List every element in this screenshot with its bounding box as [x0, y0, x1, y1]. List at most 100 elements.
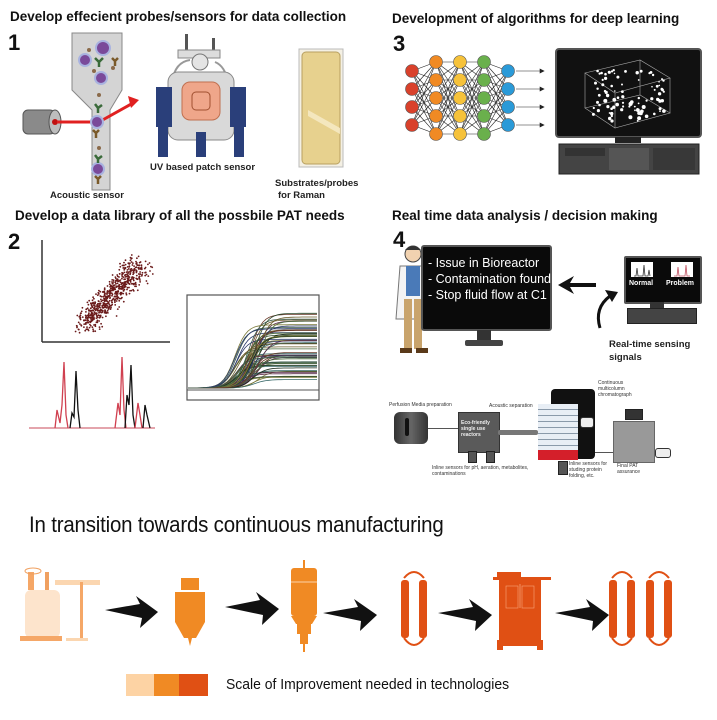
scatter-point: [103, 290, 106, 293]
scatter-point: [148, 262, 151, 264]
scatter-point: [79, 323, 81, 325]
scatter-point: [121, 273, 124, 276]
flow-arrow-4: [438, 599, 492, 631]
cloud-point: [641, 105, 646, 109]
inline1-line2: contaminations: [432, 471, 466, 477]
scatter-point: [97, 309, 100, 312]
black-peak-1: [69, 370, 81, 429]
scatter-point: [128, 278, 130, 280]
scatter-point: [104, 292, 106, 295]
scatter-point: [116, 282, 119, 285]
scatter-point: [84, 319, 87, 321]
cloud-point: [610, 84, 613, 88]
cloud-point: [621, 101, 625, 104]
scatter-point: [106, 290, 109, 293]
scatter-point: [120, 283, 123, 286]
scatter-point: [138, 284, 141, 286]
scatter-point: [138, 261, 141, 264]
cloud-point: [657, 92, 662, 96]
scatter-point: [123, 271, 126, 274]
scatter-point: [95, 313, 98, 316]
cloud-point: [660, 87, 664, 91]
scatter-point: [132, 282, 134, 285]
signal-monitor-neck: [650, 302, 664, 308]
inline2-line3: folding, etc.: [569, 473, 595, 479]
scatter-point: [133, 265, 135, 267]
scatter-point: [111, 293, 114, 296]
scatter-point: [125, 293, 128, 296]
scatter-point: [119, 262, 121, 265]
cloud-point: [634, 109, 636, 112]
nn-edge: [411, 61, 437, 126]
scatter-point: [115, 285, 118, 288]
scatter-point: [128, 279, 130, 282]
scatter-point: [112, 279, 115, 282]
cloud-point: [616, 96, 620, 99]
scatter-point: [138, 264, 141, 267]
scatter-point: [98, 320, 100, 322]
scatter-point: [86, 326, 88, 328]
final-line2: assurance: [617, 469, 641, 475]
nn-edge: [459, 61, 485, 117]
scatter-point: [145, 280, 148, 282]
scatter-point: [147, 263, 149, 266]
scatter-point: [135, 269, 138, 272]
stage-chromatography-icon: [493, 572, 551, 650]
scatter-point: [96, 319, 99, 322]
scatter-point: [102, 295, 105, 298]
cloud-point: [653, 112, 656, 116]
nn-edge: [459, 61, 485, 135]
scatter-point: [109, 290, 112, 292]
scatter-point: [126, 269, 129, 271]
deflected-beam: [98, 101, 134, 124]
flow-arrows: [105, 592, 609, 631]
nn-node: [453, 109, 467, 123]
scatter-point: [91, 316, 93, 319]
scatter-point: [130, 254, 133, 256]
scatter-point: [115, 282, 117, 285]
analysis-monitor: - Issue in Bioreactor - Contamination fo…: [421, 245, 552, 331]
scatter-point: [105, 315, 107, 318]
nn-node: [477, 55, 491, 69]
cloud-point: [608, 116, 612, 121]
scatter-point: [81, 316, 84, 318]
spectra-illustration: [29, 356, 155, 429]
monitor-base: [465, 340, 503, 346]
scatter-point: [94, 301, 97, 304]
nn-node: [477, 73, 491, 87]
arrow-head-icon: [539, 122, 545, 128]
scatter-point: [102, 302, 105, 305]
raman-caption-line1: Substrates/probes: [275, 178, 359, 189]
scatter-point: [106, 285, 109, 287]
scatter-point: [115, 291, 117, 294]
scatter-point: [98, 326, 101, 328]
scatter-point: [88, 312, 90, 315]
scatter-point: [91, 318, 94, 320]
cloud-point: [612, 97, 617, 102]
cloud-point: [649, 71, 653, 74]
scatter-point: [92, 314, 95, 317]
scatter-point: [76, 325, 78, 327]
screen-messages: - Issue in Bioreactor - Contamination fo…: [428, 255, 551, 303]
scatter-point: [101, 304, 104, 307]
scatter-point: [81, 306, 84, 309]
reactor-line1: Eco-friendly: [461, 420, 490, 426]
legend-swatch-light: [126, 674, 154, 696]
scatter-point: [80, 324, 83, 327]
scatter-point: [129, 271, 132, 273]
scatter-plot-illustration: [41, 240, 170, 343]
stage-multicolumn-icon: [609, 571, 672, 646]
scatter-point: [115, 300, 118, 302]
cloud-point: [596, 109, 600, 113]
scatter-point: [96, 321, 99, 324]
panel2-title: Develop a data library of all the possbi…: [15, 208, 345, 223]
scatter-point: [99, 303, 101, 306]
scatter-point: [114, 279, 117, 282]
cloud-point: [601, 83, 605, 87]
scatter-point: [91, 309, 94, 312]
scatter-point: [102, 307, 104, 309]
scatter-point: [104, 299, 107, 302]
scatter-point: [99, 306, 101, 309]
cloud-point: [644, 114, 649, 119]
legend-swatches: [126, 674, 208, 696]
